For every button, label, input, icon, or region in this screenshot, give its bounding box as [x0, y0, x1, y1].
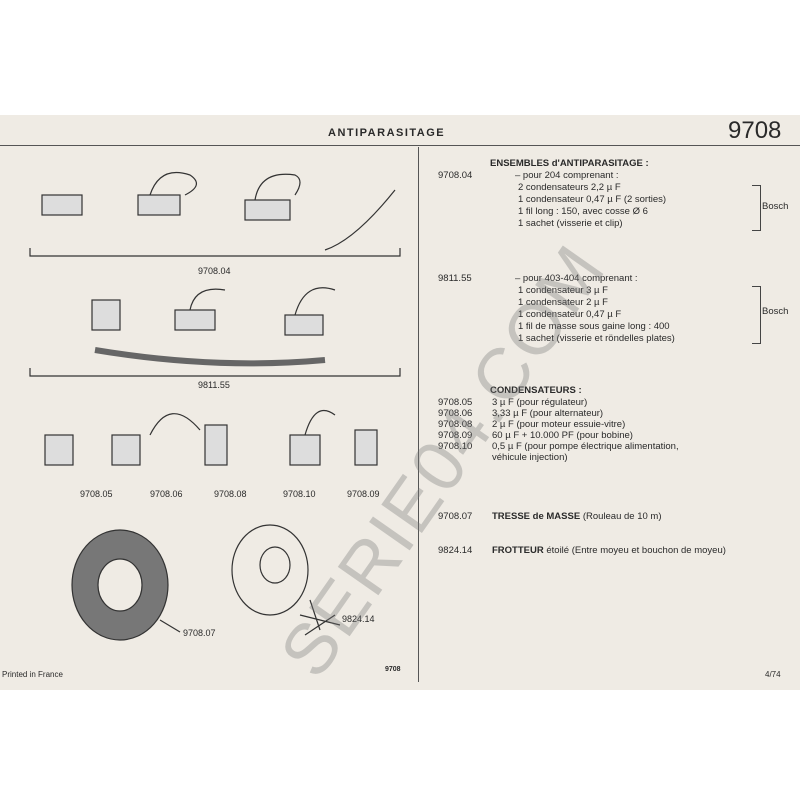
figure-label: 9811.55	[198, 380, 230, 390]
kit-9811-55-drawing	[29, 287, 401, 377]
bracket	[752, 286, 761, 344]
kit-item: 1 fil long : 150, avec cosse Ø 6	[518, 206, 648, 217]
footer-printed: Printed in France	[2, 670, 63, 679]
condenser-description: 3,33 µ F (pour alternateur)	[492, 408, 604, 419]
kit-9708-04-drawing	[29, 171, 401, 257]
figure-label: 9708.05	[80, 489, 113, 499]
part-code: 9708.04	[438, 170, 473, 181]
header-divider	[0, 145, 800, 146]
part-code: 9824.14	[438, 545, 473, 556]
figure-label: 9708.08	[214, 489, 247, 499]
part-code: 9708.08	[438, 419, 473, 430]
part-code: 9708.06	[438, 408, 473, 419]
part-code: 9708.05	[438, 397, 473, 408]
kit-item: 2 condensateurs 2,2 µ F	[518, 182, 621, 193]
condensers-drawing	[44, 410, 378, 466]
part-description: FROTTEUR étoilé (Entre moyeu et bouchon …	[492, 545, 726, 556]
bracket	[752, 185, 761, 231]
parts-illustrations	[29, 171, 401, 641]
ground-braid-roll-drawing	[71, 529, 181, 641]
figure-label: 9708.09	[347, 489, 380, 499]
kit-item: 1 fil de masse sous gaine long : 400	[518, 321, 670, 332]
section-heading: ENSEMBLES d'ANTIPARASITAGE :	[490, 158, 649, 169]
kit-item: 1 condensateur 3 µ F	[518, 285, 608, 296]
brand-label: Bosch	[762, 306, 789, 317]
figure-label: 9708.10	[283, 489, 316, 499]
part-detail: (Rouleau de 10 m)	[582, 511, 662, 522]
footer-date: 4/74	[765, 670, 781, 679]
part-code: 9708.10	[438, 441, 473, 452]
page-number: 9708	[728, 117, 782, 144]
kit-intro: – pour 403-404 comprenant :	[515, 273, 638, 284]
kit-intro: – pour 204 comprenant :	[515, 170, 619, 181]
condenser-description: 2 µ F (pour moteur essuie-vitre)	[492, 419, 626, 430]
condenser-description: 3 µ F (pour régulateur)	[492, 397, 588, 408]
hub-and-star-washer-drawing	[231, 524, 341, 636]
figure-label: 9708.06	[150, 489, 183, 499]
part-code: 9708.09	[438, 430, 473, 441]
page-title: ANTIPARASITAGE	[328, 127, 446, 139]
footer-code: 9708	[385, 666, 401, 673]
column-divider	[418, 147, 419, 682]
kit-item: 1 condensateur 0,47 µ F (2 sorties)	[518, 194, 667, 205]
part-description: TRESSE de MASSE (Rouleau de 10 m)	[492, 511, 662, 522]
condenser-description: 60 µ F + 10.000 PF (pour bobine)	[492, 430, 633, 441]
part-code: 9708.07	[438, 511, 473, 522]
part-detail: étoilé (Entre moyeu et bouchon de moyeu)	[546, 545, 726, 556]
figure-label: 9708.04	[198, 266, 231, 276]
part-code: 9811.55	[438, 273, 472, 284]
part-name: TRESSE de MASSE	[492, 511, 581, 522]
condenser-description: 0,5 µ F (pour pompe électrique alimentat…	[492, 441, 679, 452]
part-name: FROTTEUR	[492, 545, 544, 556]
kit-item: 1 sachet (visserie et clip)	[518, 218, 623, 229]
kit-item: 1 sachet (visserie et röndelles plates)	[518, 333, 675, 344]
figure-label: 9824.14	[342, 614, 375, 624]
section-heading: CONDENSATEURS :	[490, 385, 582, 396]
brand-label: Bosch	[762, 201, 789, 212]
figure-label: 9708.07	[183, 628, 216, 638]
condenser-description: véhicule injection)	[492, 452, 568, 463]
kit-item: 1 condensateur 0,47 µ F	[518, 309, 622, 320]
kit-item: 1 condensateur 2 µ F	[518, 297, 608, 308]
